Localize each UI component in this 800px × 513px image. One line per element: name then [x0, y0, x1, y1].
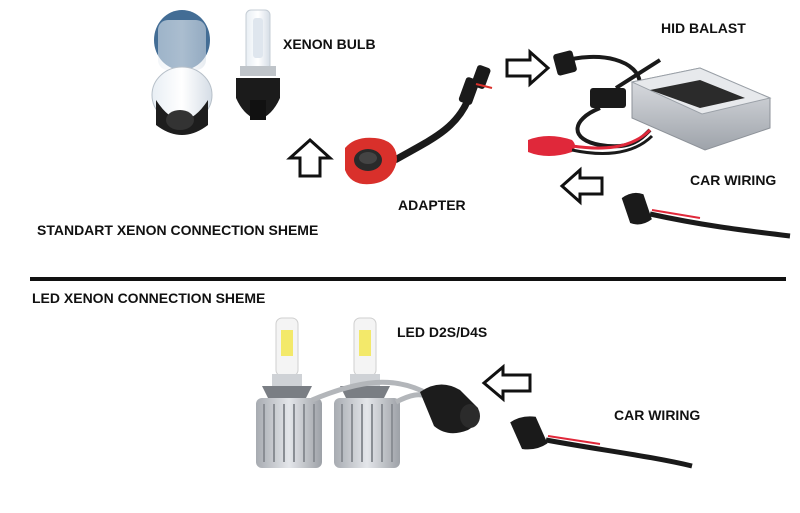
- led-model-label: LED D2S/D4S: [397, 324, 488, 340]
- car-wiring-top-label: CAR WIRING: [690, 172, 777, 188]
- led-bulb-right: [334, 317, 400, 468]
- car-wiring-bottom-label: CAR WIRING: [614, 407, 701, 423]
- hid-ballast-label: HID BALAST: [661, 20, 746, 36]
- up-arrow-icon: [286, 137, 334, 178]
- xenon-bulb-right: [236, 9, 280, 120]
- xenon-bulb-left: [151, 10, 213, 135]
- led-connector: [311, 379, 480, 434]
- xenon-bulb-label: XENON BULB: [283, 36, 376, 52]
- standard-scheme-title: STANDART XENON CONNECTION SHEME: [37, 222, 319, 238]
- car-wiring-bottom: [510, 416, 693, 469]
- section-divider: [30, 277, 786, 281]
- adapter-label: ADAPTER: [398, 197, 466, 213]
- left-arrow-icon-led: [481, 363, 532, 403]
- adapter-cable: [345, 65, 493, 185]
- right-arrow-icon: [505, 48, 551, 88]
- left-arrow-icon: [559, 166, 604, 206]
- hid-ballast: [528, 50, 772, 156]
- led-scheme-title: LED XENON CONNECTION SHEME: [32, 290, 266, 306]
- led-bulb-left: [256, 317, 322, 468]
- car-wiring-top: [621, 192, 791, 239]
